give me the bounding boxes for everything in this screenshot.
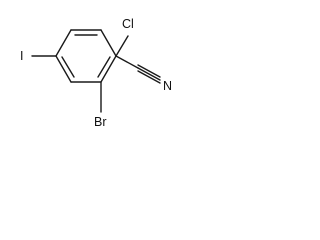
ring-bond-upper-right xyxy=(100,29,117,57)
atom-label-chlorine: Cl xyxy=(122,17,134,31)
chemical-structure: Cl I Br N xyxy=(20,17,172,129)
atom-label-iodine: I xyxy=(20,49,23,63)
ring-bond-lower-right-inner xyxy=(97,56,111,78)
ring-bond-lower-left xyxy=(55,55,72,83)
ring-bond-lower-right xyxy=(100,55,117,83)
atom-label-nitrile-nitrogen: N xyxy=(163,79,172,93)
bond-ring-to-nitrile-carbon xyxy=(115,55,139,69)
ring-bond-upper-left xyxy=(55,29,72,57)
ring-bond-lower-left-inner xyxy=(61,56,75,78)
nitrile-triple-bond xyxy=(137,64,161,84)
atom-label-bromine: Br xyxy=(94,115,107,129)
benzene-ring xyxy=(55,29,117,83)
bond-to-chlorine xyxy=(115,35,129,57)
